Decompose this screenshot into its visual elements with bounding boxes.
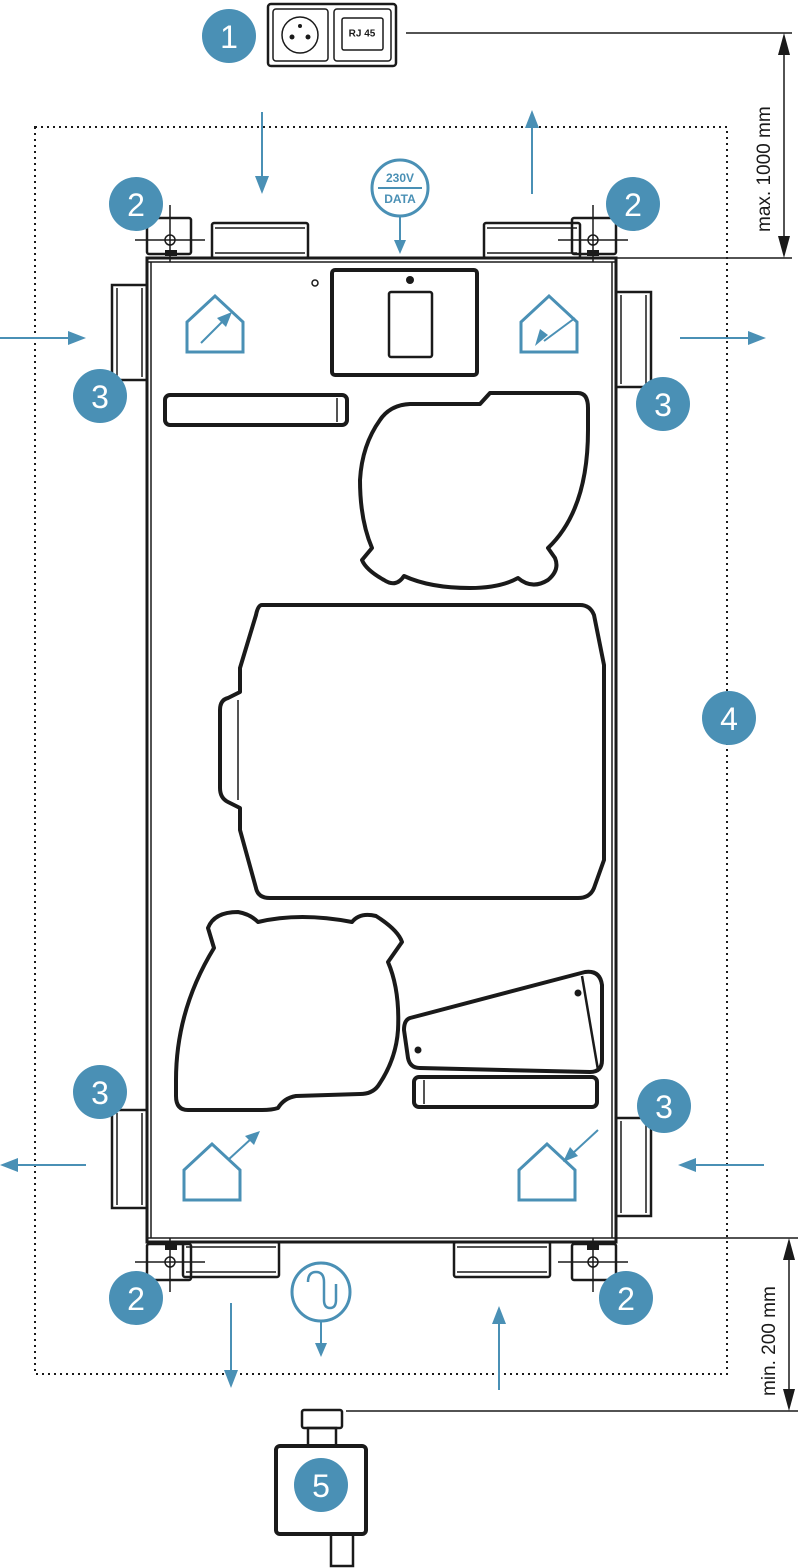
svg-text:3: 3 [654, 387, 672, 423]
fan-housing-upper [358, 391, 590, 590]
heat-exchanger [218, 603, 606, 900]
mounting-bracket-bottom-right [558, 1238, 628, 1292]
svg-text:3: 3 [91, 1075, 109, 1111]
top-left-duct-collar [210, 221, 310, 260]
dimension-bottom-label: min. 200 mm [759, 1286, 780, 1396]
badge-bracket-top-right: 2 [606, 177, 660, 231]
condensate-drain-icon [290, 1261, 352, 1357]
siphon-trap [274, 1408, 368, 1568]
dimension-top: max. 1000 mm [406, 32, 792, 259]
ventilation-unit-body [145, 256, 618, 1244]
filter-slot-lower [402, 969, 604, 1109]
badge-siphon: 5 [294, 1458, 348, 1512]
badge-duct-left-bottom: 3 [73, 1065, 127, 1119]
svg-text:4: 4 [720, 701, 738, 737]
badge-bracket-bottom-right: 2 [599, 1271, 653, 1325]
data-label: DATA [384, 192, 416, 206]
svg-text:2: 2 [127, 1281, 145, 1317]
svg-text:1: 1 [220, 19, 238, 55]
airflow-arrows [0, 110, 766, 1390]
mounting-bracket-top-right [558, 205, 628, 262]
badge-clearance-zone: 4 [702, 691, 756, 745]
house-icon-bottom-left [182, 1131, 260, 1202]
dimension-top-label: max. 1000 mm [754, 106, 775, 232]
left-bottom-side-duct [110, 1108, 149, 1210]
power-socket-icon [266, 2, 398, 68]
badge-bracket-top-left: 2 [109, 177, 163, 231]
svg-text:3: 3 [91, 379, 109, 415]
svg-text:2: 2 [617, 1281, 635, 1317]
svg-text:2: 2 [127, 187, 145, 223]
badge-bracket-bottom-left: 2 [109, 1271, 163, 1325]
control-box [311, 268, 479, 377]
badge-duct-right-bottom: 3 [637, 1079, 691, 1133]
badge-duct-right-top: 3 [636, 377, 690, 431]
fan-housing-lower [174, 910, 404, 1112]
house-icon-top-right [519, 293, 579, 354]
badge-socket: 1 [202, 9, 256, 63]
house-icon-bottom-right [517, 1129, 599, 1202]
right-top-side-duct [614, 290, 653, 389]
house-icon-top-left [185, 293, 245, 354]
rj45-label: RJ 45 [349, 29, 376, 40]
bottom-right-duct-collar [452, 1240, 552, 1279]
clearance-zone-outline [34, 126, 728, 1375]
rj45-port-icon: RJ 45 [333, 8, 392, 62]
right-bottom-side-duct [614, 1116, 653, 1218]
svg-text:3: 3 [655, 1089, 673, 1125]
filter-slot-upper [163, 393, 349, 427]
left-top-side-duct [110, 283, 149, 382]
bottom-left-duct-collar [181, 1240, 281, 1279]
power-label: 230V [386, 171, 414, 185]
svg-text:5: 5 [312, 1468, 330, 1504]
mounting-bracket-bottom-left [135, 1238, 205, 1292]
svg-text:2: 2 [624, 187, 642, 223]
mounting-bracket-top-left [135, 205, 205, 262]
dimension-bottom: min. 200 mm [346, 1237, 798, 1412]
power-data-connection-icon: 230V DATA [370, 158, 430, 254]
badge-duct-left-top: 3 [73, 369, 127, 423]
